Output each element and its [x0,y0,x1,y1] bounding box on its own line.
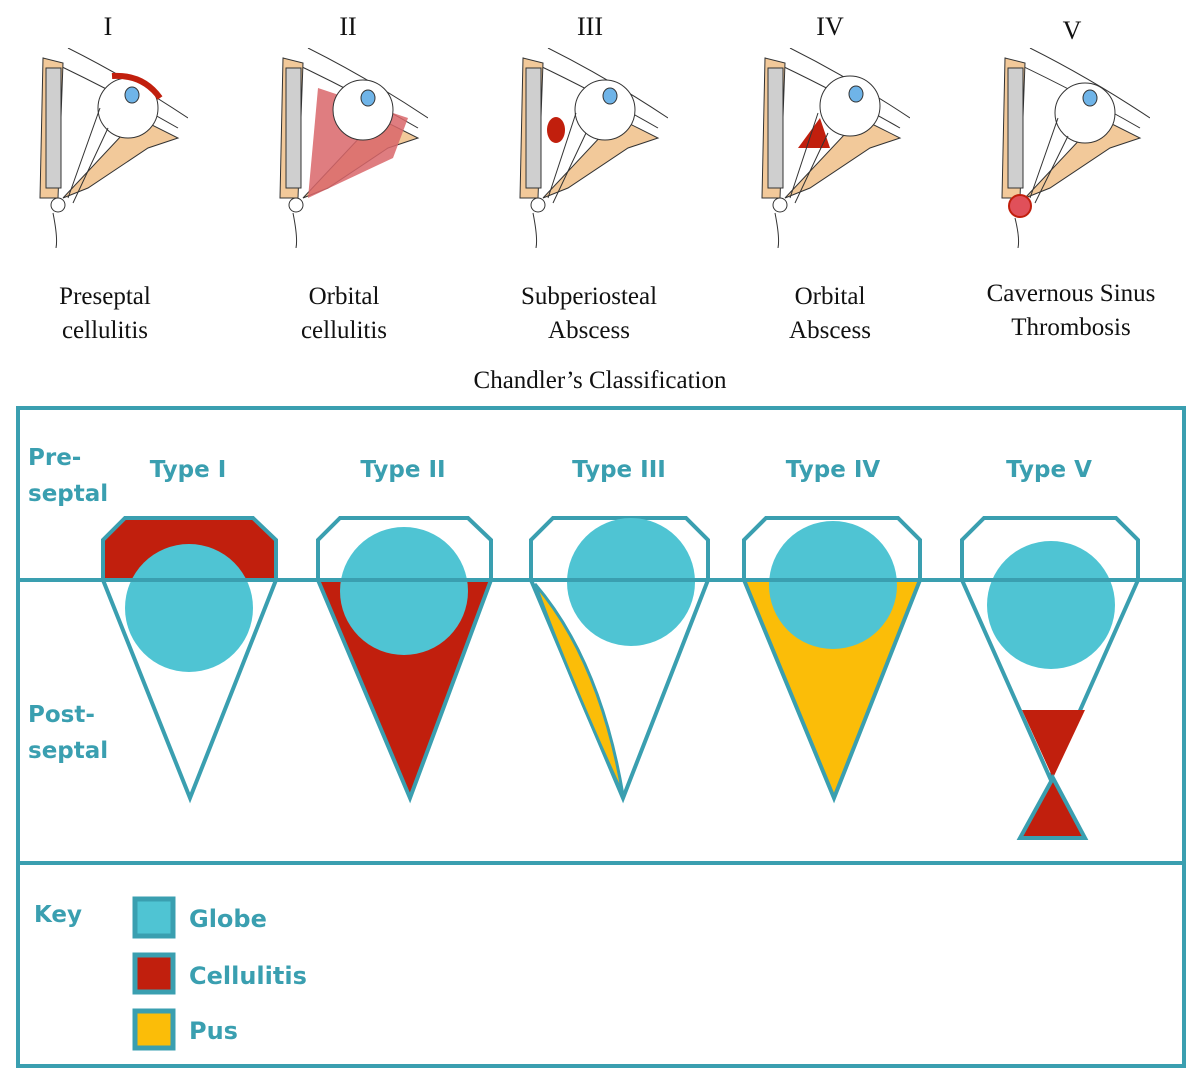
orbit-illustration-4 [761,48,910,248]
type-5-shape [958,516,1142,840]
stage-name-5: Cavernous Sinus Thrombosis [956,277,1186,345]
stage-name-3-line1: Subperiosteal [520,283,658,310]
diagram-title: Chandler’s Classification [473,367,727,394]
key-label-pus: Pus [189,1017,238,1045]
key-swatch-globe [132,896,176,939]
key-label-globe: Globe [189,905,267,933]
stage-name-5-line2: Thrombosis [1011,314,1131,341]
type-1-globe [125,544,253,672]
type-4-globe [769,521,897,649]
stage-name-3: Subperiosteal Abscess [474,280,704,348]
preseptal-label-line2: septal [28,481,108,507]
type-5-cavernous-thrombosis-lower [1016,773,1089,840]
key-label-cellulitis: Cellulitis [189,962,307,990]
type-label-4: Type IV [786,457,881,483]
stage-name-1-line2: cellulitis [61,317,149,344]
orbit-illustration-1 [39,48,188,248]
orbit-illustration-3 [519,48,668,248]
key-label: Key [34,902,82,928]
postseptal-label-line1: Post- [28,702,95,728]
numeral-2: II [339,12,357,41]
stage-name-3-line2: Abscess [548,317,630,344]
type-label-5: Type V [1006,457,1092,483]
type-5-globe [987,541,1115,669]
key-swatch-pus [132,1008,176,1051]
type-label-1: Type I [150,457,227,483]
type-label-3: Type III [572,457,666,483]
numeral-1: I [103,12,113,41]
stage-name-5-line1: Cavernous Sinus [986,280,1156,307]
stage-name-1: Preseptal cellulitis [0,280,220,348]
stage-name-2-line2: cellulitis [300,317,388,344]
type-4-shape [741,516,923,804]
orbit-illustration-5 [1001,48,1150,248]
stage-name-2: Orbital cellulitis [229,280,459,348]
numeral-5: V [1062,16,1082,45]
orbit-illustration-2 [279,48,428,248]
stage-name-1-line1: Preseptal [59,283,151,310]
stage-name-4: Orbital Abscess [715,280,945,348]
stage-name-4-line1: Orbital [794,283,866,310]
type-1-shape [100,516,279,804]
type-3-subperiosteal-pus [533,583,625,796]
postseptal-label-line2: septal [28,738,108,764]
stage-name-2-line1: Orbital [308,283,380,310]
key-panel [16,861,1186,1068]
type-label-2: Type II [360,457,445,483]
numeral-3: III [577,12,603,41]
stage-name-4-line2: Abscess [789,317,871,344]
type-2-shape [314,516,494,804]
type-2-globe [340,527,468,655]
numeral-4: IV [816,12,844,41]
preseptal-label-line1: Pre- [28,445,81,471]
type-3-shape [527,516,711,804]
key-swatch-cellulitis [132,952,176,995]
type-5-cavernous-thrombosis-upper [1022,710,1085,778]
